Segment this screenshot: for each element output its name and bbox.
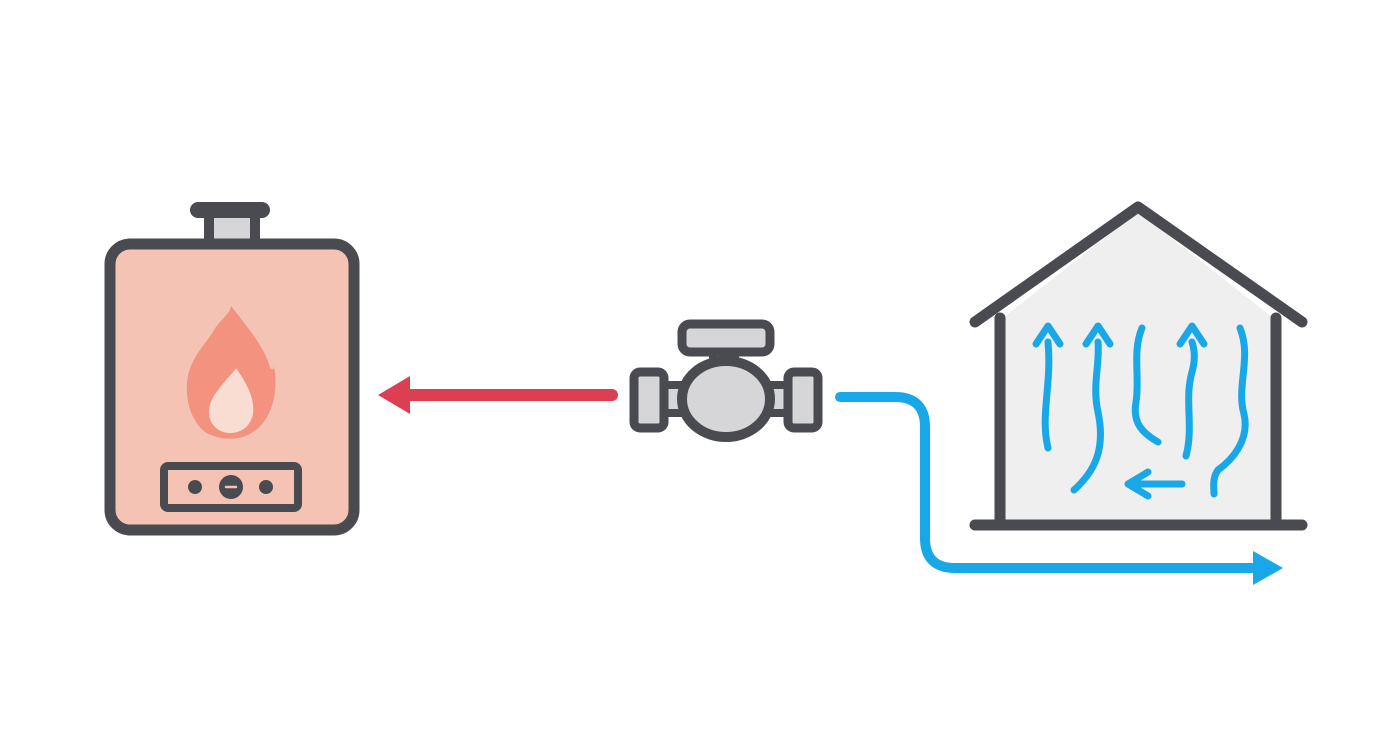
airflow-arrows (1032, 322, 1249, 500)
airflow-up-arrowhead-4 (1176, 322, 1208, 348)
boiler-flue-cap (190, 202, 270, 218)
hot-flow-arrow (378, 376, 618, 414)
airflow-wave-5 (1210, 324, 1249, 498)
airflow-up-arrowhead-2 (1082, 322, 1114, 348)
boiler-icon (104, 202, 360, 536)
flame-inner-icon (209, 368, 254, 433)
valve-body (677, 356, 775, 442)
control-knob-left (188, 480, 202, 494)
airflow-wave-3 (1131, 324, 1162, 446)
control-knob-right (259, 480, 273, 494)
airflow-up-arrowhead-1 (1032, 322, 1064, 348)
hot-arrow-head (378, 376, 410, 414)
control-panel (160, 462, 302, 512)
valve-icon (629, 319, 823, 442)
valve-handle (677, 319, 775, 357)
airflow-up-arrow-4 (1182, 338, 1198, 460)
house-icon (969, 201, 1308, 531)
cold-flow-arrow (835, 392, 1283, 585)
airflow-left-arrowhead (1124, 468, 1152, 500)
valve-flange-left (629, 367, 669, 433)
airflow-up-arrow-2 (1070, 338, 1104, 494)
flame-icon (186, 306, 276, 439)
cold-pipe-line (835, 392, 1263, 573)
cold-arrow-head (1253, 551, 1283, 585)
airflow-up-arrow-1 (1041, 338, 1053, 452)
house-roof (969, 201, 1308, 328)
valve-flange-right (783, 367, 823, 433)
